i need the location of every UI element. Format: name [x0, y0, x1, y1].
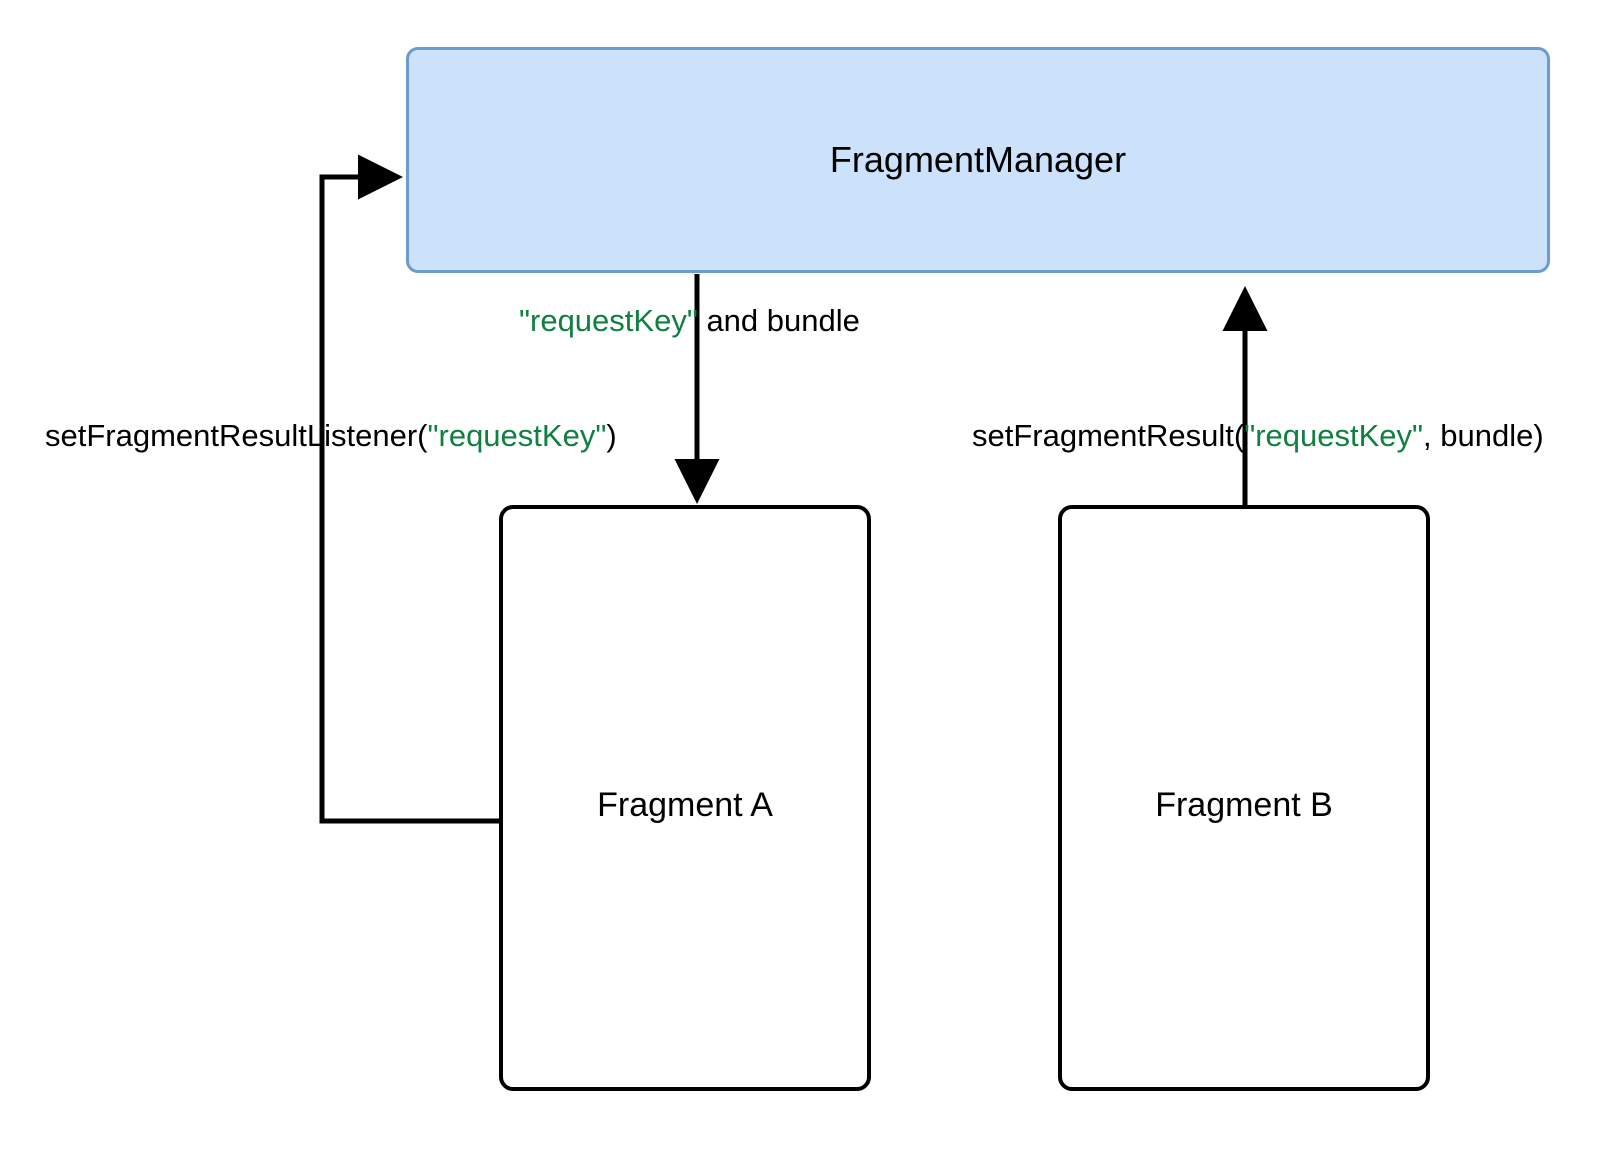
edge-label-prefix: setFragmentResultListener( [45, 418, 428, 453]
node-fragment-b[interactable]: Fragment B [1058, 505, 1430, 1091]
edge-label-manager-to-fragment-a: "requestKey" and bundle [519, 303, 860, 339]
edge-label-request-key: "requestKey" [519, 303, 698, 338]
node-fragment-b-label: Fragment B [1155, 786, 1333, 824]
edge-label-request-key: "requestKey" [1244, 418, 1424, 453]
edge-label-request-key: "requestKey" [427, 418, 607, 453]
node-fragment-manager-label: FragmentManager [829, 139, 1127, 181]
edge-label-suffix: , bundle) [1423, 418, 1544, 453]
connector-fragment-a-to-manager [319, 154, 509, 824]
edge-label-prefix: setFragmentResult( [972, 418, 1245, 453]
node-fragment-manager[interactable]: FragmentManager [406, 47, 1550, 273]
edge-label-set-fragment-result-listener: setFragmentResultListener("requestKey") [45, 418, 617, 454]
node-fragment-a-label: Fragment A [597, 786, 773, 824]
edge-label-suffix: ) [606, 418, 617, 453]
node-fragment-a[interactable]: Fragment A [499, 505, 871, 1091]
edge-label-set-fragment-result: setFragmentResult("requestKey", bundle) [972, 418, 1544, 454]
edge-label-suffix: and bundle [697, 303, 860, 338]
